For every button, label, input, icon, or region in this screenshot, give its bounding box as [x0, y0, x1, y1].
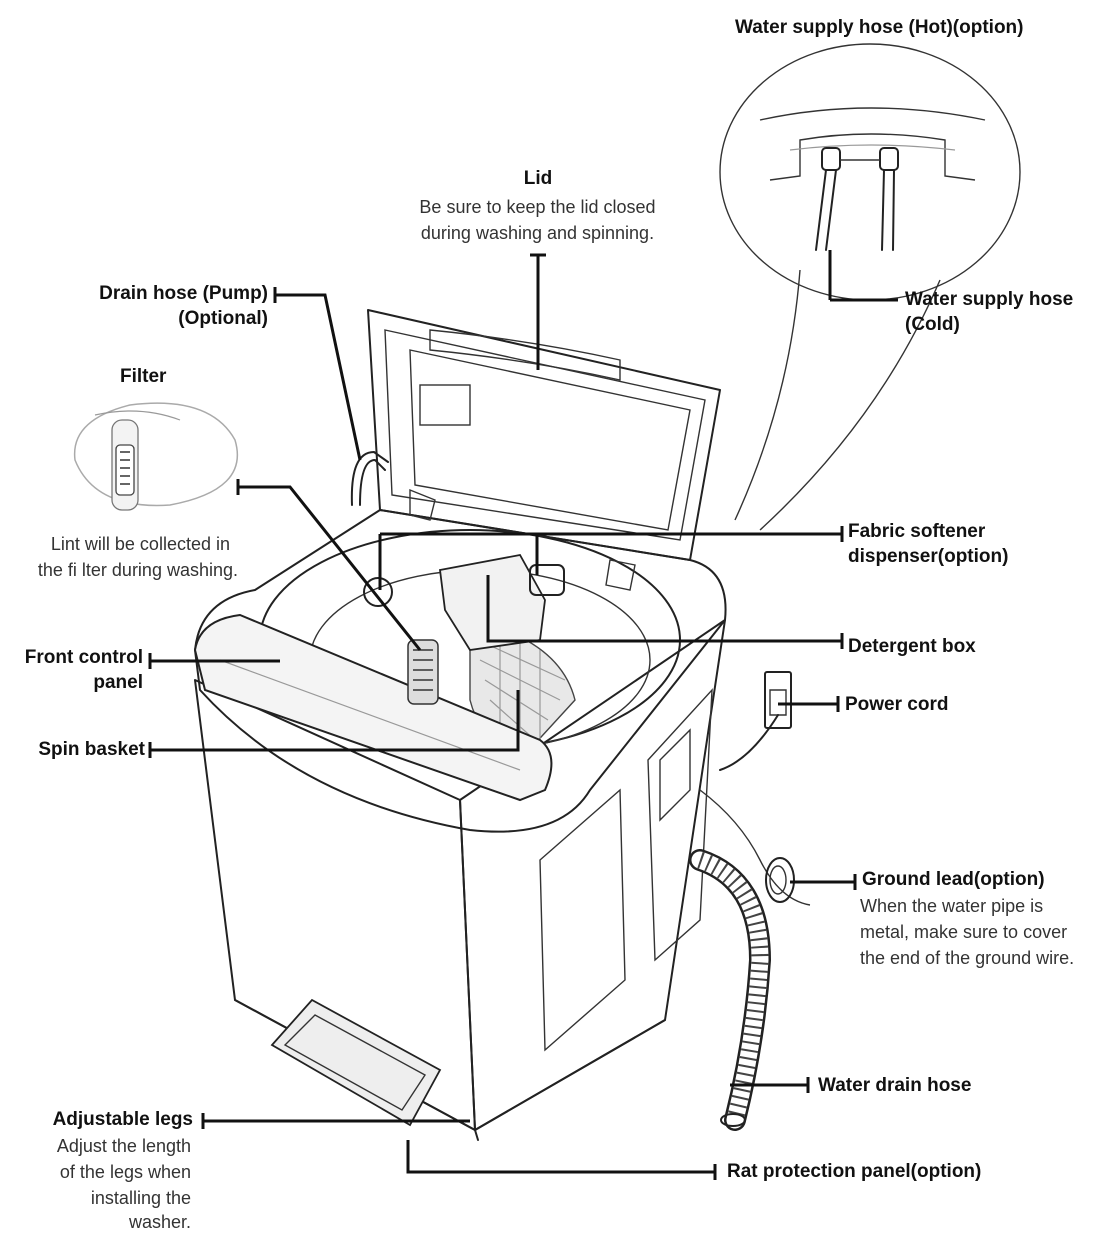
label-ground-note-1: When the water pipe is — [860, 896, 1044, 916]
label-water-supply-hot: Water supply hose (Hot)(option) — [735, 17, 1024, 38]
label-power-cord: Power cord — [845, 694, 949, 715]
label-lid-note-2: during washing and spinning. — [420, 223, 655, 243]
label-filter-note-2: the fi lter during washing. — [37, 560, 238, 580]
label-legs-note-2: of the legs when — [59, 1162, 191, 1182]
label-front-control-panel-1: Front control — [24, 647, 143, 668]
filter-inset — [73, 402, 239, 511]
leader-lines — [148, 250, 898, 1180]
label-rat-protection-panel: Rat protection panel(option) — [727, 1161, 982, 1182]
label-legs-note-1: Adjust the length — [56, 1136, 191, 1156]
label-spin-basket: Spin basket — [38, 739, 145, 760]
label-water-supply-cold-2: (Cold) — [905, 314, 960, 335]
label-legs-note-3: installing the — [90, 1188, 191, 1208]
rat-protection-panel — [270, 998, 442, 1127]
water-drain-hose — [689, 849, 772, 1131]
label-water-supply-cold-1: Water supply hose — [905, 289, 1074, 310]
label-legs-note-4: washer. — [128, 1212, 191, 1232]
label-drain-hose-optional: (Optional) — [178, 308, 268, 329]
label-ground-lead-title: Ground lead(option) — [862, 869, 1045, 890]
label-front-control-panel-2: panel — [93, 672, 143, 693]
water-supply-inset — [719, 43, 1021, 531]
label-fabric-softener-1: Fabric softener — [848, 521, 986, 542]
washer-cabinet — [193, 509, 727, 1141]
label-lid-title: Lid — [523, 168, 553, 189]
power-cord — [699, 671, 811, 906]
label-filter-note-1: Lint will be collected in — [50, 534, 230, 554]
label-water-drain-hose: Water drain hose — [818, 1075, 972, 1096]
label-fabric-softener-2: dispenser(option) — [848, 546, 1009, 567]
label-ground-note-2: metal, make sure to cover — [860, 922, 1068, 942]
label-detergent-box: Detergent box — [848, 636, 976, 657]
label-lid-note-1: Be sure to keep the lid closed — [419, 197, 656, 217]
washer-lid — [367, 309, 721, 591]
label-filter-title: Filter — [120, 366, 167, 387]
label-drain-hose-pump: Drain hose (Pump) — [99, 283, 268, 304]
label-adjustable-legs-title: Adjustable legs — [52, 1109, 193, 1130]
label-ground-note-3: the end of the ground wire. — [860, 948, 1075, 968]
